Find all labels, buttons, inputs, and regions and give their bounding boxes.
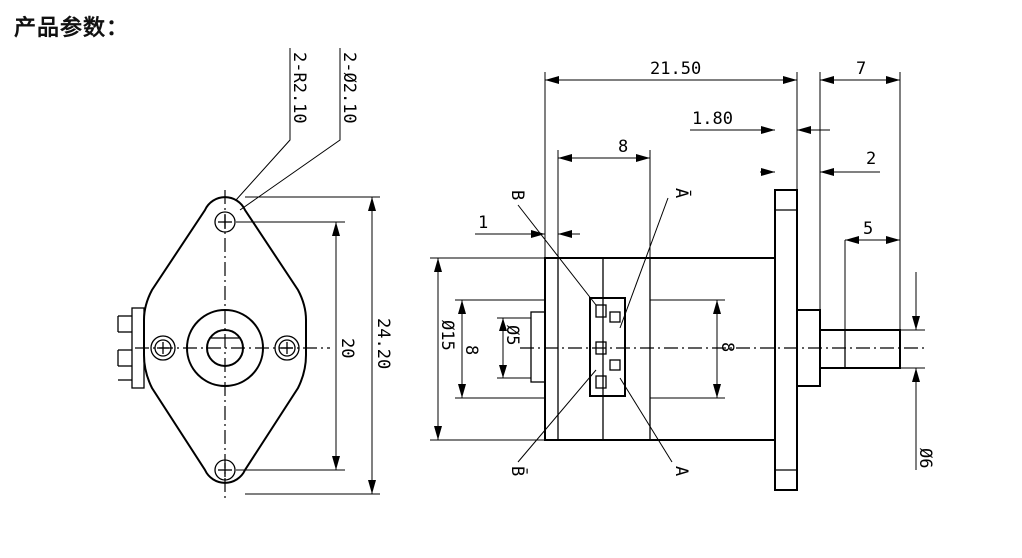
dim-1-label: 1 <box>478 213 488 233</box>
pin-abar-leader <box>619 197 669 329</box>
center-boss <box>186 309 264 387</box>
hole-label: 2-Ø2.10 <box>339 52 359 124</box>
dim-1-80-label: 1.80 <box>692 109 733 129</box>
pin-a-leader <box>619 377 673 463</box>
pin-b-leader <box>517 204 597 306</box>
left-screw <box>150 335 176 361</box>
radius-leader <box>235 138 291 201</box>
dim-7-label: 7 <box>856 59 866 79</box>
dim-8-top-label: 8 <box>618 137 628 157</box>
dim-2-label: 2 <box>866 149 876 169</box>
hole-leader <box>239 138 341 211</box>
connector-block <box>589 297 626 397</box>
motor-body <box>544 257 776 441</box>
dim-24-20-label: 24.20 <box>373 318 393 369</box>
pin-a-label: A <box>671 466 691 476</box>
rear-boss <box>530 311 546 383</box>
dim-21-50-label: 21.50 <box>650 59 701 79</box>
radius-label: 2-R2.10 <box>289 52 309 124</box>
pin-b-label: B <box>507 190 527 200</box>
dim-5-label: 5 <box>863 219 873 239</box>
page-title: 产品参数： <box>14 16 130 41</box>
pin-abar-label: Ā <box>671 188 693 198</box>
dim-dia-5-label: Ø5 <box>502 325 522 345</box>
pin-bbar-leader <box>517 369 597 463</box>
front-view: 2-R2.10 2-Ø2.10 20 24.20 <box>117 48 393 500</box>
center-shaft <box>206 329 244 367</box>
side-flange <box>774 189 798 491</box>
dim-20-label: 20 <box>337 338 357 358</box>
dim-dia-6-label: Ø6 <box>915 448 935 468</box>
pin-bbar-label: B̄ <box>507 466 529 476</box>
dim-8-left-label: 8 <box>461 345 481 355</box>
connector-pins <box>117 307 145 389</box>
top-mounting-hole <box>214 211 236 233</box>
side-view: 21.50 7 1.80 2 5 8 <box>430 59 935 491</box>
bottom-mounting-hole <box>214 459 236 481</box>
output-shaft <box>796 309 821 387</box>
dim-dia-15-label: Ø15 <box>437 320 457 351</box>
dim-8-right-label: 8 <box>717 342 737 352</box>
right-screw <box>274 335 300 361</box>
